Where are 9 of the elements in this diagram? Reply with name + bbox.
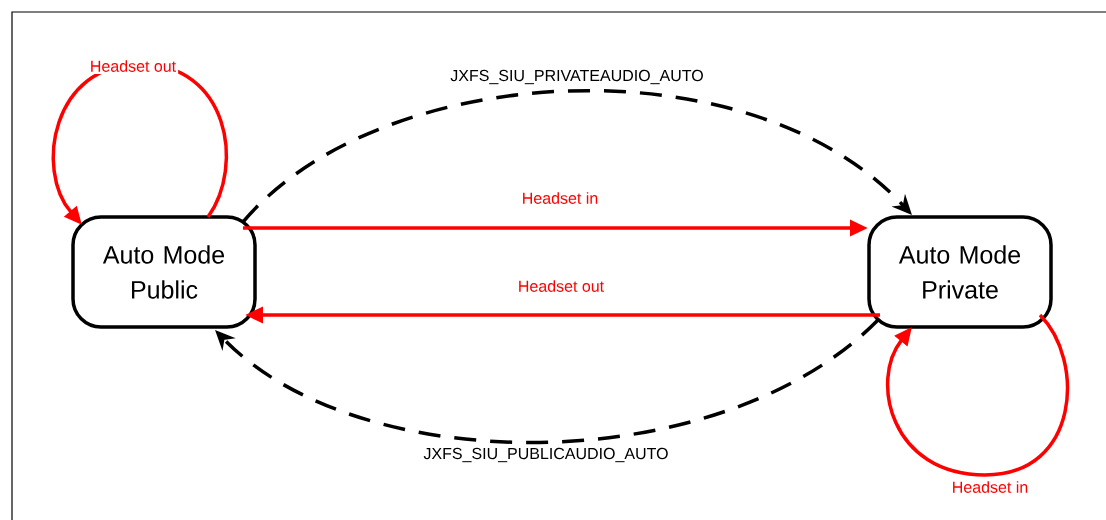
edge-label: JXFS_SIU_PRIVATEAUDIO_AUTO <box>448 67 706 87</box>
state-box: Auto Mode Public <box>71 215 257 329</box>
arrow <box>886 313 1070 477</box>
edge-label: JXFS_SIU_PUBLICAUDIO_AUTO <box>421 445 671 465</box>
edge-label: Headset out <box>515 278 607 294</box>
edge-label: Headset in <box>949 479 1031 495</box>
edge-label: Headset in <box>519 190 601 206</box>
state-box: Auto Mode Private <box>867 215 1053 329</box>
edge-label: Headset out <box>87 58 179 74</box>
